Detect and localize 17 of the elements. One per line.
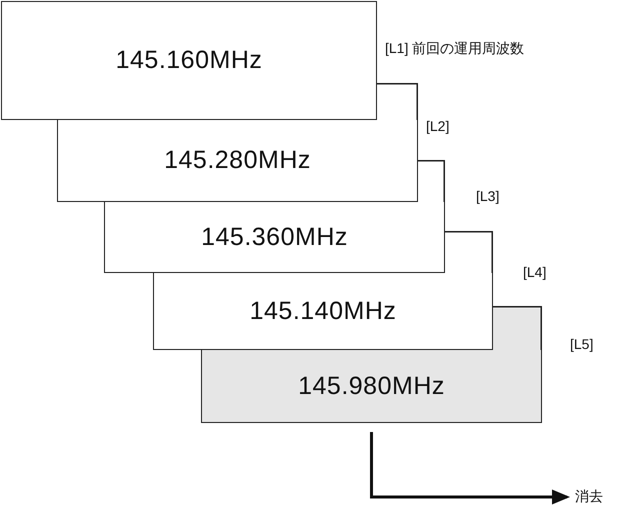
memory-label: [L2] [426, 118, 450, 134]
frequency-card [153, 273, 493, 350]
frequency-text: 145.280MHz [164, 146, 311, 175]
memory-label: [L3] [476, 188, 500, 204]
frequency-text: 145.160MHz [116, 46, 262, 75]
frequency-card [104, 202, 445, 273]
frequency-text: 145.140MHz [250, 296, 396, 326]
frequency-card [57, 120, 418, 202]
frequency-card [1, 1, 377, 120]
frequency-text: 145.980MHz [298, 372, 445, 400]
memory-label: [L1] 前回の運用周波数 [385, 40, 524, 58]
memory-label: [L4] [523, 264, 546, 280]
frequency-text: 145.360MHz [201, 222, 348, 252]
frequency-card [201, 350, 542, 423]
arrow [370, 432, 570, 504]
memory-label: [L5] [570, 336, 594, 352]
text-label: 消去 [575, 488, 603, 506]
